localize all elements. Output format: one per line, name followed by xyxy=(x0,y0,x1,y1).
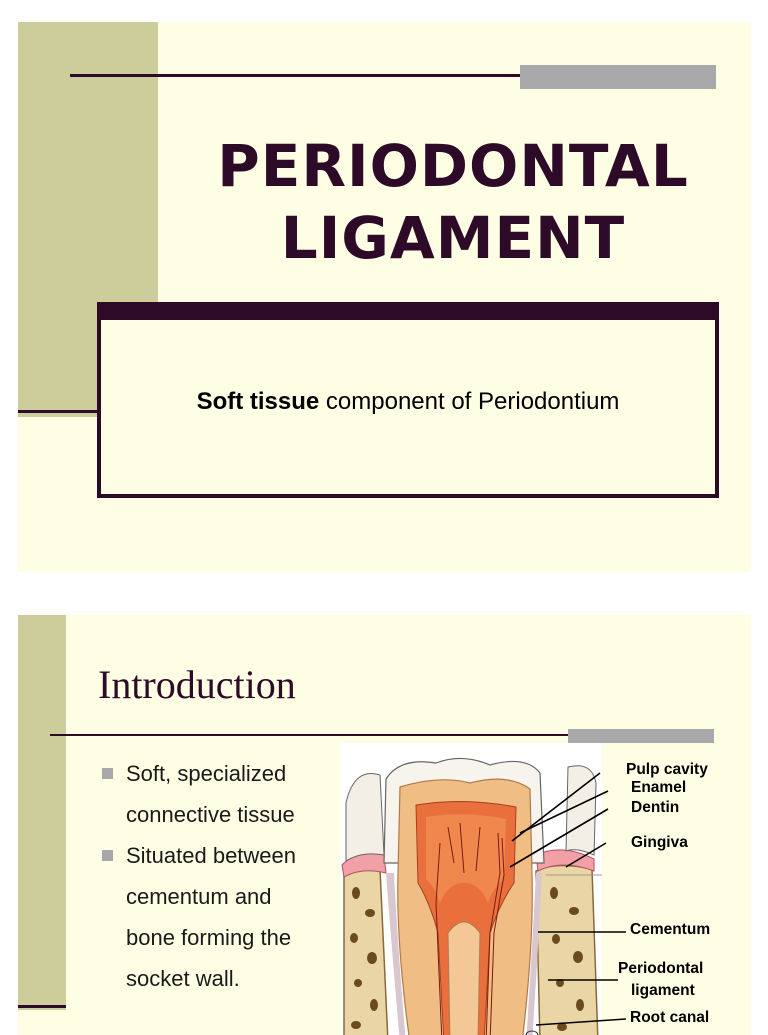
introduction-slide: Introduction Soft, specialized connectiv… xyxy=(18,615,751,1035)
label-root-canal: Root canal xyxy=(630,1009,710,1026)
label-gingiva: Gingiva xyxy=(631,834,688,851)
left-connector-line xyxy=(18,1005,66,1008)
bullet-line: Situated between xyxy=(126,843,297,868)
bullet-line: cementum and xyxy=(126,884,272,909)
bullet-item: Soft, specialized connective tissue xyxy=(102,753,332,835)
tooth-diagram: Pulp cavity Enamel Dentin Gingiva Cement… xyxy=(340,743,725,1035)
subtitle-bold: Soft tissue xyxy=(196,388,320,415)
label-periodontal: Periodontal xyxy=(618,960,704,977)
grey-accent-bar xyxy=(568,729,714,743)
label-ligament: ligament xyxy=(631,982,695,999)
subtitle: Soft tissue component of Periodontium xyxy=(101,388,715,416)
bullet-item: Situated between cementum and bone formi… xyxy=(102,835,332,999)
header-rule xyxy=(70,74,520,77)
grey-accent-bar xyxy=(520,65,716,89)
bullet-line: socket wall. xyxy=(126,966,240,991)
title-slide: PERIODONTAL LIGAMENT Soft tissue compone… xyxy=(18,22,751,572)
accent-bar xyxy=(18,615,66,1010)
subtitle-box: Soft tissue component of Periodontium xyxy=(97,302,719,498)
tooth-illustration xyxy=(340,743,627,1035)
bullet-list: Soft, specialized connective tissue Situ… xyxy=(102,753,332,999)
label-enamel: Enamel xyxy=(631,779,687,796)
subtitle-rest: component of Periodontium xyxy=(319,388,620,415)
label-pulp-cavity: Pulp cavity xyxy=(626,761,708,778)
bullet-line: bone forming the xyxy=(126,925,292,950)
title-line-2: LIGAMENT xyxy=(280,204,626,272)
left-connector-line xyxy=(18,410,99,413)
bullet-line: connective tissue xyxy=(126,802,295,827)
slide-title: Introduction xyxy=(98,662,296,707)
label-cementum: Cementum xyxy=(630,921,711,938)
slide-title: PERIODONTAL LIGAMENT xyxy=(168,130,738,274)
header-rule xyxy=(50,734,570,736)
title-line-1: PERIODONTAL xyxy=(217,132,689,200)
bullet-line: Soft, specialized xyxy=(126,761,287,786)
label-dentin: Dentin xyxy=(631,799,680,816)
